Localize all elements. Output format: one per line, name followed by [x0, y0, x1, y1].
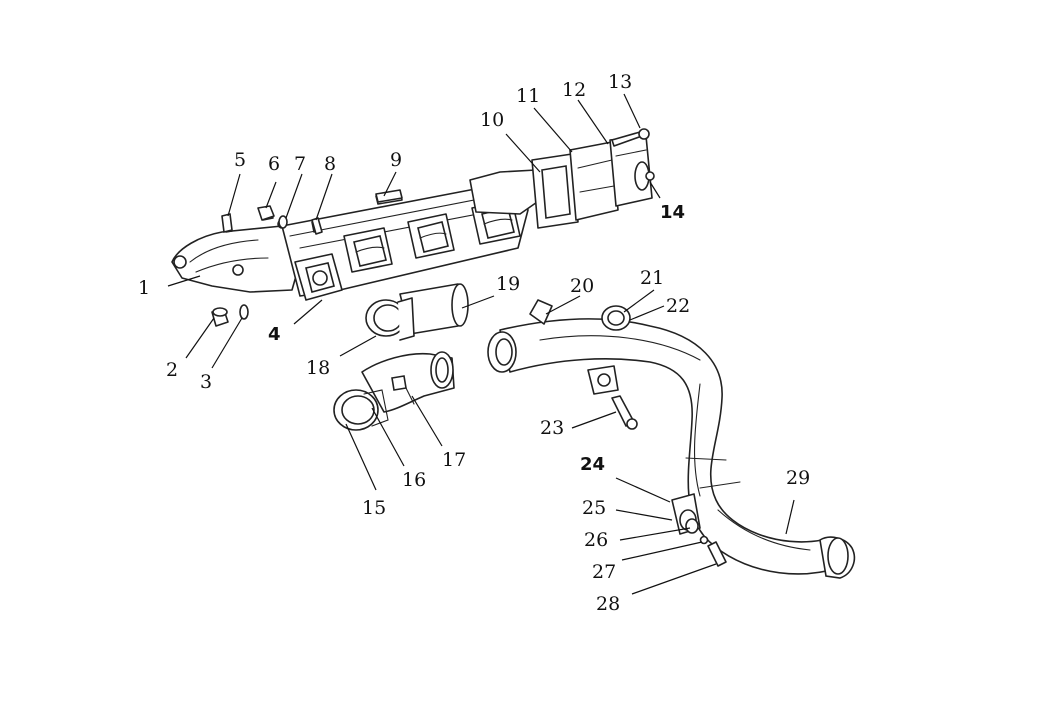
port-flange-3 [407, 213, 455, 259]
callout-20: 20 [570, 275, 594, 297]
callout-3: 3 [200, 371, 212, 393]
callout-28: 28 [596, 593, 620, 615]
pipe-29-body [499, 318, 839, 575]
bolt-5 [221, 213, 233, 233]
callout-1: 1 [138, 277, 150, 299]
callout-labels: 1 2 3 4 5 6 7 8 9 10 11 12 13 14 15 16 1… [138, 71, 810, 615]
elbow-17 [361, 351, 455, 413]
washer-7 [278, 215, 288, 229]
callout-6: 6 [268, 153, 280, 175]
callout-12: 12 [562, 79, 586, 101]
callout-22: 22 [666, 295, 690, 317]
port-flange-2 [343, 227, 393, 273]
manifold-left-end [171, 225, 301, 293]
manifold-right-block [469, 169, 541, 215]
callout-24: 24 [580, 454, 605, 475]
port-flange-1 [294, 253, 343, 301]
callout-9: 9 [390, 149, 402, 171]
callout-25: 25 [582, 497, 606, 519]
callout-16: 16 [402, 469, 426, 491]
callout-17: 17 [442, 449, 466, 471]
pipe-19 [399, 283, 469, 335]
fitting-20 [529, 299, 553, 325]
callout-27: 27 [592, 561, 616, 583]
callout-21: 21 [640, 267, 664, 289]
callout-10: 10 [480, 109, 504, 131]
sleeve-21-22 [601, 305, 631, 331]
callout-26: 26 [584, 529, 608, 551]
washer-26 [685, 518, 699, 534]
valve-body-11 [569, 141, 619, 221]
callout-14: 14 [660, 202, 685, 223]
callout-5: 5 [234, 149, 246, 171]
callout-29: 29 [786, 467, 810, 489]
washer-27 [699, 535, 709, 545]
clamp-15 [333, 389, 389, 431]
callout-23: 23 [540, 417, 564, 439]
bolt-28 [707, 541, 727, 567]
callout-19: 19 [496, 273, 520, 295]
valve-flange-10 [531, 153, 579, 229]
callout-7: 7 [294, 153, 306, 175]
callout-2: 2 [166, 359, 178, 381]
callout-15: 15 [362, 497, 386, 519]
callout-4: 4 [268, 324, 281, 345]
callout-18: 18 [306, 357, 330, 379]
valve-housing-12 [609, 135, 653, 207]
leader-lines [167, 93, 795, 595]
callout-13: 13 [608, 71, 632, 93]
plug-2 [211, 307, 229, 327]
washer-3 [239, 304, 249, 320]
bolt-14 [645, 171, 655, 181]
callout-11: 11 [516, 85, 540, 107]
clamp-18 [365, 297, 415, 341]
bolt-9 [375, 189, 403, 203]
pipe-29 [487, 318, 856, 579]
callout-8: 8 [324, 153, 336, 175]
